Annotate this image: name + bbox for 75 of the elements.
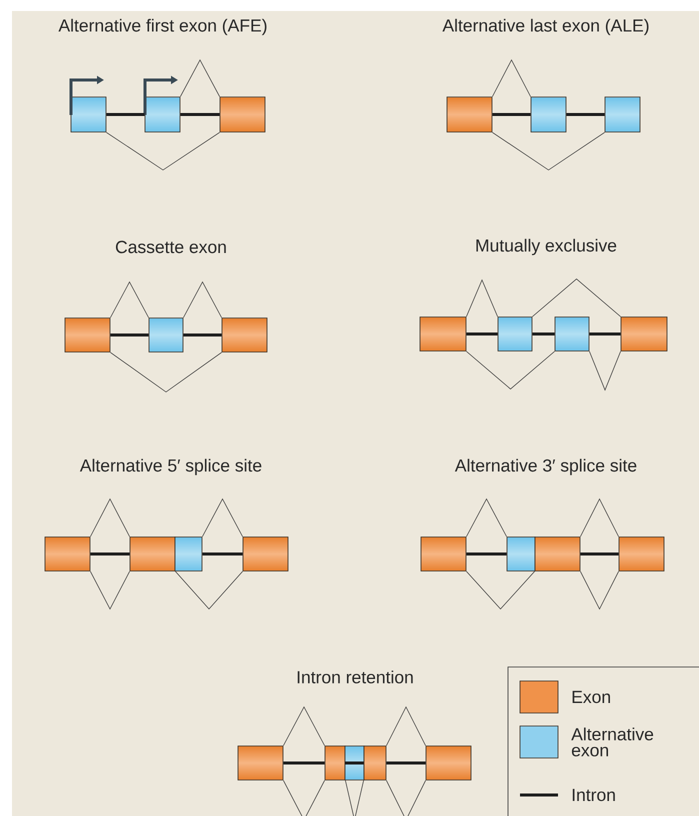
splice-line (386, 780, 426, 816)
splice-line (345, 780, 364, 816)
splice-line (90, 498, 130, 537)
exon-box (420, 536, 466, 572)
splice-line (283, 706, 325, 746)
intron-line (283, 762, 325, 764)
splice-line (492, 132, 605, 170)
splice-line (580, 571, 619, 610)
panel-title: Alternative 3′ splice site (454, 458, 636, 476)
splice-line (110, 352, 222, 392)
exon-box (420, 316, 466, 352)
intron-line (566, 113, 605, 116)
alternative-exon-box (70, 96, 106, 132)
exon-box (242, 536, 288, 572)
legend-text: Alternative exon (571, 728, 654, 756)
splice-line (90, 571, 130, 610)
exon-box (220, 96, 266, 132)
exon-box (130, 536, 176, 572)
intron-line (532, 332, 555, 336)
splice-line (386, 706, 426, 746)
panel-title: Alternative 5′ splice site (80, 458, 262, 476)
panel-title: Mutually exclusive (476, 238, 616, 256)
intron-line (492, 113, 531, 116)
splice-line (202, 498, 243, 537)
exon-box (446, 96, 492, 132)
intron-line (202, 552, 243, 556)
legend-text: Intron (572, 788, 615, 802)
panel-title: Alternative first exon (AFE) (58, 18, 266, 36)
splice-line (466, 279, 498, 317)
splice-line (532, 278, 621, 317)
exon-box (222, 318, 268, 352)
intron-line (466, 552, 507, 556)
exon-box (364, 746, 386, 780)
intron-line (580, 552, 619, 556)
intron-line (90, 552, 130, 556)
splice-line (466, 498, 507, 537)
splice-line (175, 571, 243, 610)
splice-line (466, 571, 535, 610)
alternative-exon-box (144, 96, 180, 132)
alternative-exon-box (506, 536, 536, 572)
alternative-exon-box (148, 318, 184, 352)
intron-line (589, 332, 621, 336)
exon-box (44, 536, 90, 572)
exon-box (238, 746, 284, 780)
intron-line (183, 334, 222, 336)
intron-line (386, 762, 426, 764)
intron-line (110, 334, 149, 336)
alternative-exon-box (530, 96, 566, 132)
legend-text: Exon (572, 690, 610, 704)
splice-line (283, 780, 325, 816)
panel-title: Cassette exon (116, 240, 226, 254)
exon-box (534, 536, 580, 572)
panel-title: Intron retention (298, 670, 413, 684)
splice-line (580, 498, 619, 537)
alternative-exon-box (554, 316, 590, 352)
alternative-exon-box (604, 96, 640, 132)
splice-line (110, 281, 149, 318)
splice-line (106, 132, 220, 170)
splice-line (589, 351, 621, 391)
alternative-exon-box (498, 316, 532, 352)
exon-box (618, 536, 664, 572)
panel-title: Alternative last exon (ALE) (442, 18, 648, 36)
alternative-exon-box (344, 746, 364, 780)
splice-line (492, 59, 531, 97)
alternative-exon-box (174, 536, 202, 572)
intron-line (180, 113, 220, 116)
exon-box (426, 746, 472, 780)
splice-line (466, 351, 555, 390)
splice-line (180, 59, 220, 97)
intron-line (466, 332, 498, 336)
intron-line (106, 113, 145, 116)
exon-box (324, 746, 346, 780)
splice-line (183, 281, 222, 318)
exon-box (64, 318, 110, 352)
exon-box (620, 316, 668, 352)
